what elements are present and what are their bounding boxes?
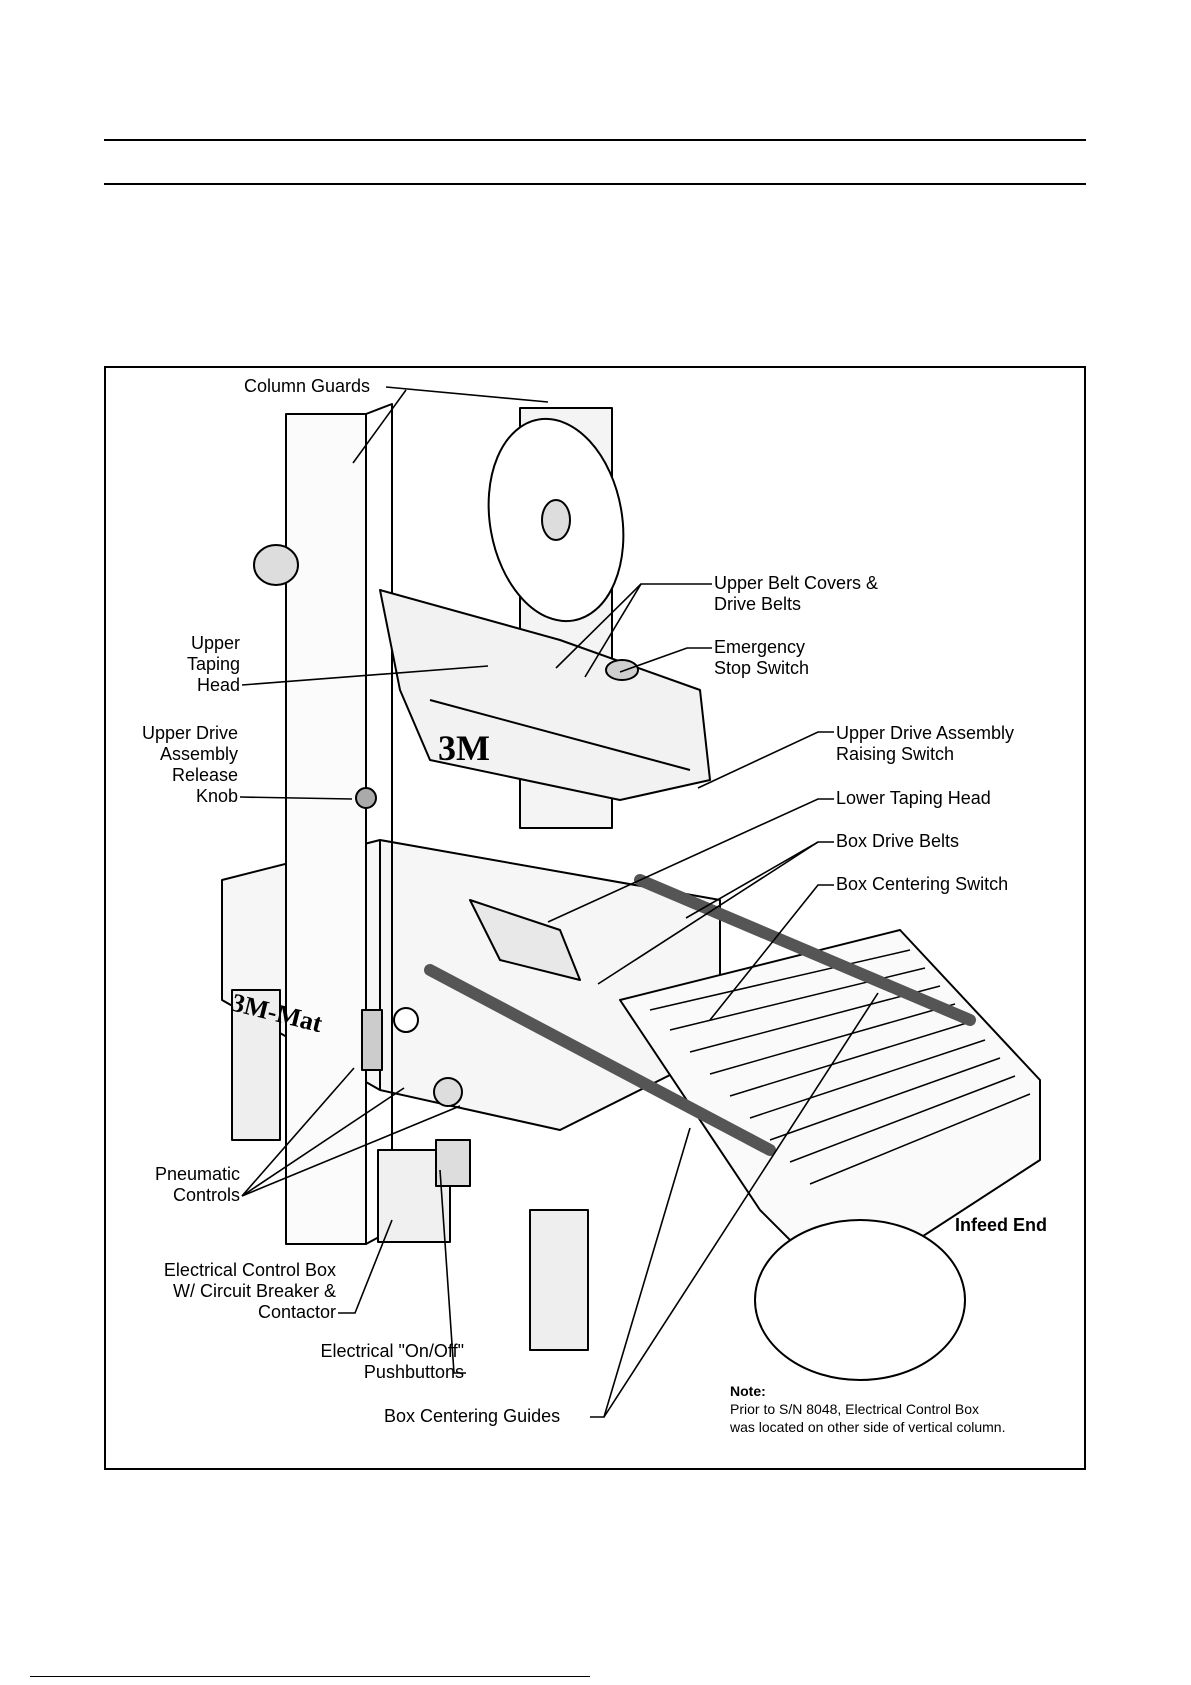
note-block: Note: Prior to S/N 8048, Electrical Cont… <box>730 1382 1005 1436</box>
label-pneumatic-controls: Pneumatic Controls <box>120 1164 240 1206</box>
label-box-centering-guides: Box Centering Guides <box>384 1406 561 1426</box>
label-line: Taping <box>186 654 240 674</box>
label-emergency-stop-switch: Emergency Stop Switch <box>714 637 809 679</box>
emergency-stop-knob <box>605 659 639 681</box>
leader-lines <box>239 386 879 1418</box>
label-line: Head <box>196 675 240 695</box>
label-line: Upper Belt Covers & <box>714 573 879 593</box>
label-line: Electrical "On/Off" <box>320 1341 465 1361</box>
leg-center <box>529 1209 589 1351</box>
label-line: Knob <box>195 786 238 806</box>
label-electrical-pushbuttons: Electrical "On/Off" Pushbuttons <box>250 1341 465 1383</box>
label-line: Controls <box>172 1185 240 1205</box>
label-line: Raising Switch <box>836 744 955 764</box>
label-upper-taping-head: Upper Taping Head <box>170 633 240 696</box>
machine-logo: 3M <box>438 728 490 768</box>
note-title: Note: <box>730 1383 766 1399</box>
label-upper-drive-raising-switch: Upper Drive Assembly Raising Switch <box>836 723 1014 765</box>
label-box-drive-belts: Box Drive Belts <box>836 831 960 851</box>
label-line: Contactor <box>257 1302 336 1322</box>
release-knob <box>355 787 377 809</box>
label-electrical-control-box: Electrical Control Box W/ Circuit Breake… <box>120 1260 336 1323</box>
top-rule <box>104 139 1086 141</box>
label-line: Drive Belts <box>714 594 802 614</box>
upper-drive-assembly <box>379 589 711 801</box>
figure-frame <box>104 366 1086 1470</box>
label-box-centering-switch: Box Centering Switch <box>836 874 1009 894</box>
infeed-conveyor <box>619 929 1041 1291</box>
label-column-guards: Column Guards <box>244 376 371 396</box>
box-centering-guide-rear <box>634 874 976 1026</box>
label-line: Emergency <box>714 637 806 657</box>
label-line: Electrical Control Box <box>163 1260 336 1280</box>
motor <box>253 544 299 586</box>
on-off-pushbuttons <box>435 1139 471 1187</box>
note-line: Prior to S/N 8048, Electrical Control Bo… <box>730 1401 979 1417</box>
label-line: Release <box>171 765 238 785</box>
second-rule <box>104 183 1086 185</box>
label-line: Upper <box>190 633 240 653</box>
pneumatic-regulator <box>361 1009 383 1071</box>
label-line: Stop Switch <box>714 658 810 678</box>
bottom-rule <box>30 1676 590 1677</box>
lower-taping-head <box>469 899 581 981</box>
label-line: Pneumatic <box>154 1164 240 1184</box>
note-line: was located on other side of vertical co… <box>730 1419 1006 1435</box>
label-line: Upper Drive Assembly <box>836 723 1015 743</box>
label-line: W/ Circuit Breaker & <box>172 1281 336 1301</box>
label-lower-taping-head: Lower Taping Head <box>836 788 991 808</box>
conveyor-rollers <box>649 949 1031 1185</box>
label-upper-belt-covers: Upper Belt Covers & Drive Belts <box>714 573 878 615</box>
label-line: Upper Drive <box>141 723 238 743</box>
label-line: Pushbuttons <box>363 1362 464 1382</box>
label-infeed-end: Infeed End <box>955 1215 1048 1235</box>
leg-left <box>231 989 281 1141</box>
box-centering-guide-front <box>424 964 776 1156</box>
lower-tape-roll <box>754 1219 966 1381</box>
vertical-column-guard <box>285 413 367 1245</box>
label-upper-drive-release-knob: Upper Drive Assembly Release Knob <box>118 723 238 807</box>
label-line: Assembly <box>159 744 238 764</box>
